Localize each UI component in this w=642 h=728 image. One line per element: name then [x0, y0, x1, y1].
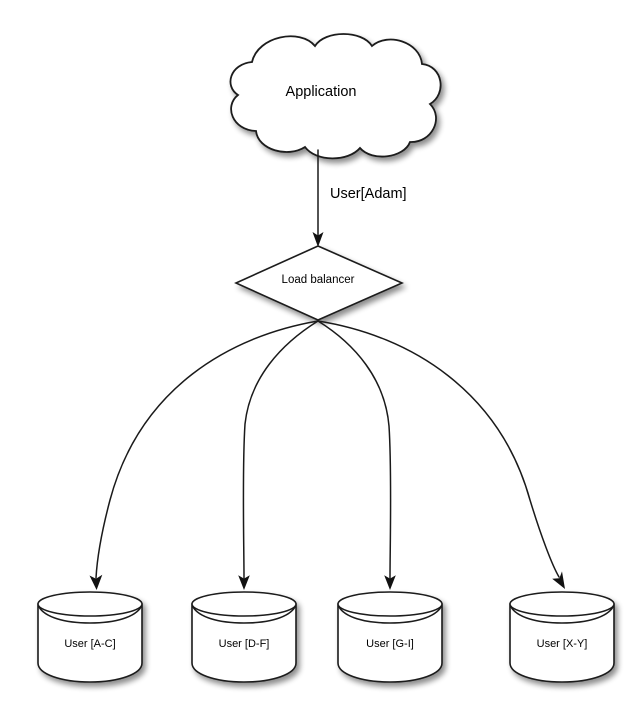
- cylinder-top-inner-arc-1: [38, 606, 142, 624]
- node-application[interactable]: [229, 33, 442, 160]
- cylinder-body-4: [509, 603, 615, 683]
- cylinder-top-3: [337, 591, 443, 617]
- edge-curve-4: [317, 320, 560, 578]
- cylinder-body-1: [37, 603, 143, 683]
- cylinder-top-2: [191, 591, 297, 617]
- edge-balancer-to-db-3: [317, 320, 396, 590]
- cylinder-top-4: [509, 591, 615, 617]
- edge-balancer-to-db-4: [317, 320, 565, 589]
- cylinder-body-3: [337, 603, 443, 683]
- cylinder-top-inner-arc-4: [510, 606, 614, 624]
- node-database-2[interactable]: [191, 591, 297, 683]
- arrowhead-db-3: [384, 575, 396, 590]
- arrowhead-db-4: [552, 571, 565, 589]
- cloud-shape: [229, 33, 442, 160]
- node-database-1[interactable]: [37, 591, 143, 683]
- node-load-balancer[interactable]: [234, 245, 404, 321]
- cylinder-top-inner-arc-3: [338, 606, 442, 624]
- edge-application-to-balancer: [312, 149, 324, 247]
- arrowhead-db-2: [238, 575, 250, 590]
- edge-balancer-to-db-2: [238, 320, 319, 590]
- edge-curve-2: [242, 320, 319, 579]
- diamond-shape: [234, 245, 404, 321]
- edge-balancer-to-db-1: [89, 320, 319, 590]
- edge-curve-1: [95, 320, 319, 579]
- node-database-3[interactable]: [337, 591, 443, 683]
- cylinder-body-2: [191, 603, 297, 683]
- arrowhead-to-balancer: [312, 232, 324, 247]
- edge-curve-3: [317, 320, 392, 579]
- arrowhead-db-1: [89, 574, 103, 590]
- cylinder-top-inner-arc-2: [192, 606, 296, 624]
- cylinder-top-1: [37, 591, 143, 617]
- node-database-4[interactable]: [509, 591, 615, 683]
